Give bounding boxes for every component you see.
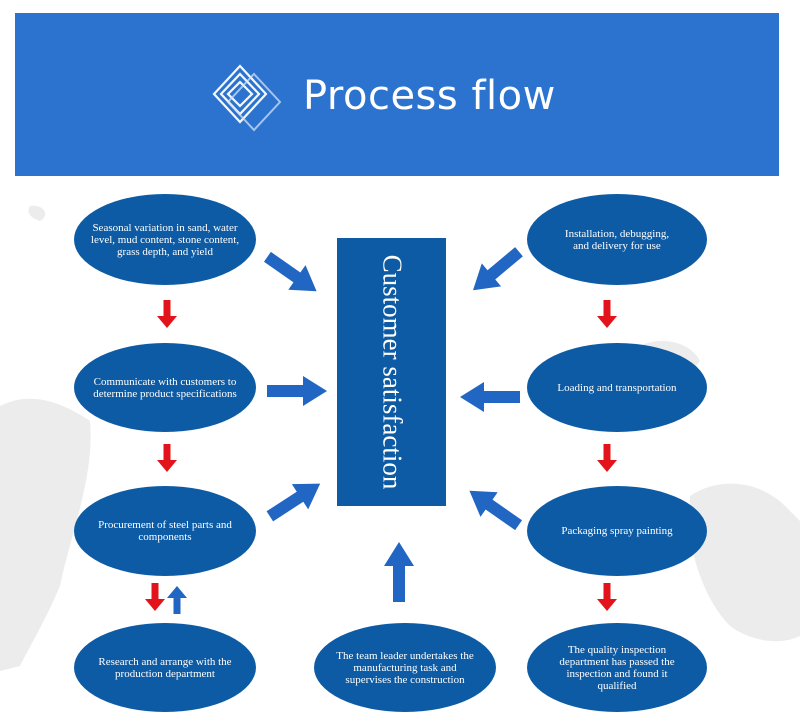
- node-research-production: Research and arrange with the production…: [74, 623, 256, 712]
- header-banner: [15, 13, 779, 176]
- world-map-background: [0, 205, 800, 671]
- arrow-up-icon: [167, 586, 187, 614]
- arrow-down-icon: [597, 444, 617, 472]
- node-seasonal-variation: Seasonal variation in sand, water level,…: [74, 194, 256, 285]
- node-installation-delivery: Installation, debugging, and delivery fo…: [527, 194, 707, 285]
- arrow-right-icon: [267, 376, 327, 406]
- node-procurement: Procurement of steel parts and component…: [74, 486, 256, 576]
- arrow-left-icon: [460, 478, 528, 538]
- node-communicate-customers: Communicate with customers to determine …: [74, 343, 256, 432]
- arrow-down-icon: [145, 583, 165, 611]
- arrow-down-icon: [597, 300, 617, 328]
- node-team-leader: The team leader undertakes the manufactu…: [314, 623, 496, 712]
- diamond-logo-icon: [212, 64, 282, 132]
- arrow-right-icon: [261, 471, 329, 529]
- arrow-right-icon: [258, 244, 326, 304]
- arrow-down-icon: [157, 444, 177, 472]
- node-quality-inspection: The quality inspection department has pa…: [527, 623, 707, 712]
- arrow-left-icon: [460, 382, 520, 412]
- arrow-up-icon: [384, 542, 414, 602]
- arrow-down-icon: [597, 583, 617, 611]
- page-title: Process flow: [303, 73, 556, 119]
- customer-satisfaction-box: Customer satisfaction: [337, 238, 446, 506]
- node-loading-transportation: Loading and transportation: [527, 343, 707, 432]
- node-packaging-painting: Packaging spray painting: [527, 486, 707, 576]
- arrow-left-icon: [463, 240, 529, 302]
- arrow-down-icon: [157, 300, 177, 328]
